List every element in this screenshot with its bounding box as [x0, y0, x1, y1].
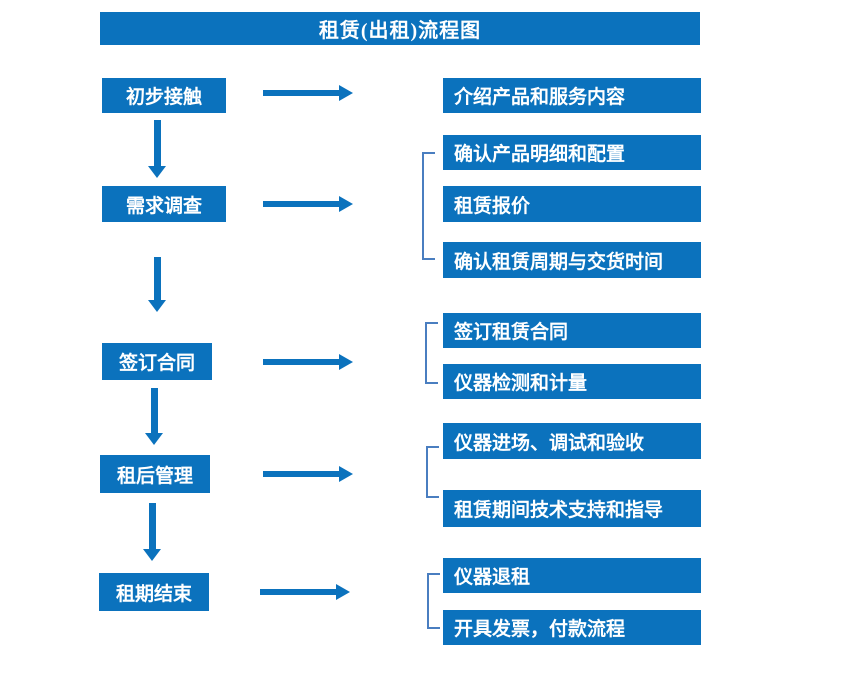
detail-box: 签订租赁合同: [443, 313, 701, 348]
detail-box: 确认产品明细和配置: [443, 135, 701, 170]
detail-box: 开具发票，付款流程: [443, 610, 701, 645]
detail-box: 仪器进场、调试和验收: [443, 423, 701, 459]
group-bracket: [425, 322, 438, 384]
step-box-demand-survey: 需求调查: [102, 186, 226, 222]
step-box-sign-contract: 签订合同: [102, 343, 212, 380]
detail-box: 租赁期间技术支持和指导: [443, 490, 701, 527]
detail-box: 租赁报价: [443, 186, 701, 222]
detail-box: 介绍产品和服务内容: [443, 78, 701, 113]
detail-box: 仪器检测和计量: [443, 364, 701, 399]
flowchart-title: 租赁(出租)流程图: [100, 12, 700, 45]
down-arrow-icon: [145, 388, 163, 445]
right-arrow-icon: [260, 584, 350, 600]
step-box-post-rental-management: 租后管理: [100, 455, 210, 493]
detail-box: 确认租赁周期与交货时间: [443, 242, 701, 278]
down-arrow-icon: [148, 257, 166, 312]
down-arrow-icon: [143, 503, 161, 561]
group-bracket: [422, 152, 435, 260]
step-box-initial-contact: 初步接触: [102, 78, 226, 113]
group-bracket: [427, 573, 440, 629]
right-arrow-icon: [263, 196, 353, 212]
step-box-rental-end: 租期结束: [99, 573, 209, 611]
right-arrow-icon: [263, 354, 353, 370]
down-arrow-icon: [148, 120, 166, 178]
right-arrow-icon: [263, 85, 353, 101]
right-arrow-icon: [263, 466, 353, 482]
group-bracket: [426, 446, 439, 498]
detail-box: 仪器退租: [443, 558, 701, 593]
